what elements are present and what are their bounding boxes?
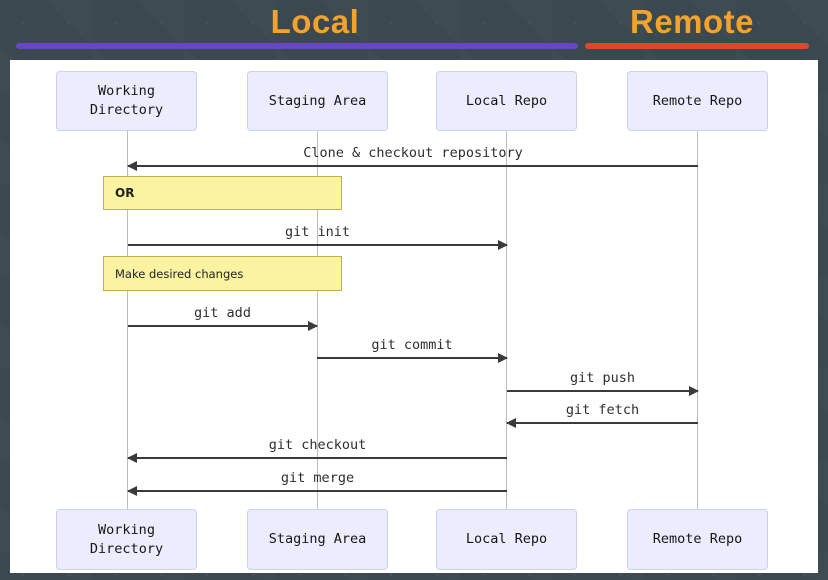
message-git-push-line bbox=[507, 386, 699, 396]
message-git-init-line bbox=[128, 240, 508, 250]
message-git-checkout: git checkout bbox=[127, 437, 507, 463]
lifeline-local-repo bbox=[506, 131, 507, 509]
message-git-commit-label: git commit bbox=[371, 337, 453, 353]
message-git-add-label: git add bbox=[194, 305, 251, 321]
message-git-merge: git merge bbox=[127, 470, 507, 496]
actor-local-repo-top: Local Repo bbox=[436, 71, 577, 131]
message-git-add: git add bbox=[128, 305, 318, 331]
message-git-push-label: git push bbox=[569, 370, 636, 386]
actor-remote-repo-bottom: Remote Repo bbox=[627, 509, 768, 570]
note-make-desired-changes-label: Make desired changes bbox=[115, 266, 244, 281]
arrowhead-left-icon bbox=[506, 418, 516, 428]
message-git-fetch: git fetch bbox=[506, 402, 698, 428]
lifeline-staging-area bbox=[317, 131, 318, 509]
message-clone-checkout: Clone & checkout repository bbox=[127, 145, 698, 171]
actor-local-repo-bottom: Local Repo bbox=[436, 509, 577, 570]
message-git-commit-line bbox=[317, 353, 508, 363]
message-git-merge-line bbox=[127, 486, 507, 496]
note-make-desired-changes: Make desired changes bbox=[103, 256, 342, 291]
message-git-init-label: git init bbox=[284, 224, 351, 240]
message-git-checkout-label: git checkout bbox=[268, 437, 367, 453]
sequence-diagram-panel: Working Directory Staging Area Local Rep… bbox=[10, 60, 818, 573]
message-git-init: git init bbox=[128, 224, 508, 250]
arrowhead-right-icon bbox=[689, 386, 699, 396]
message-git-fetch-line bbox=[506, 418, 698, 428]
message-git-commit: git commit bbox=[317, 337, 508, 363]
note-or-label: OR bbox=[115, 186, 135, 200]
message-clone-checkout-label: Clone & checkout repository bbox=[303, 145, 523, 161]
message-git-fetch-label: git fetch bbox=[565, 402, 640, 418]
remote-section-label: Remote bbox=[629, 3, 755, 40]
local-section-underline bbox=[16, 43, 578, 49]
actor-working-directory-bottom: Working Directory bbox=[56, 509, 197, 570]
message-git-push: git push bbox=[507, 370, 699, 396]
actor-staging-area-bottom: Staging Area bbox=[247, 509, 388, 570]
actor-working-directory-top: Working Directory bbox=[56, 71, 197, 131]
message-clone-checkout-line bbox=[127, 161, 698, 171]
arrowhead-left-icon bbox=[127, 161, 137, 171]
remote-section-underline bbox=[585, 43, 809, 49]
arrowhead-right-icon bbox=[308, 321, 318, 331]
message-git-add-line bbox=[128, 321, 318, 331]
note-or: OR bbox=[103, 176, 342, 210]
arrowhead-left-icon bbox=[127, 486, 137, 496]
actor-remote-repo-top: Remote Repo bbox=[627, 71, 768, 131]
message-git-merge-label: git merge bbox=[280, 470, 355, 486]
lifeline-remote-repo bbox=[697, 131, 698, 509]
local-section-label: Local bbox=[270, 3, 360, 40]
actor-staging-area-top: Staging Area bbox=[247, 71, 388, 131]
arrowhead-right-icon bbox=[498, 353, 508, 363]
arrowhead-right-icon bbox=[498, 240, 508, 250]
lifeline-working-directory bbox=[127, 131, 128, 509]
message-git-checkout-line bbox=[127, 453, 507, 463]
arrowhead-left-icon bbox=[127, 453, 137, 463]
